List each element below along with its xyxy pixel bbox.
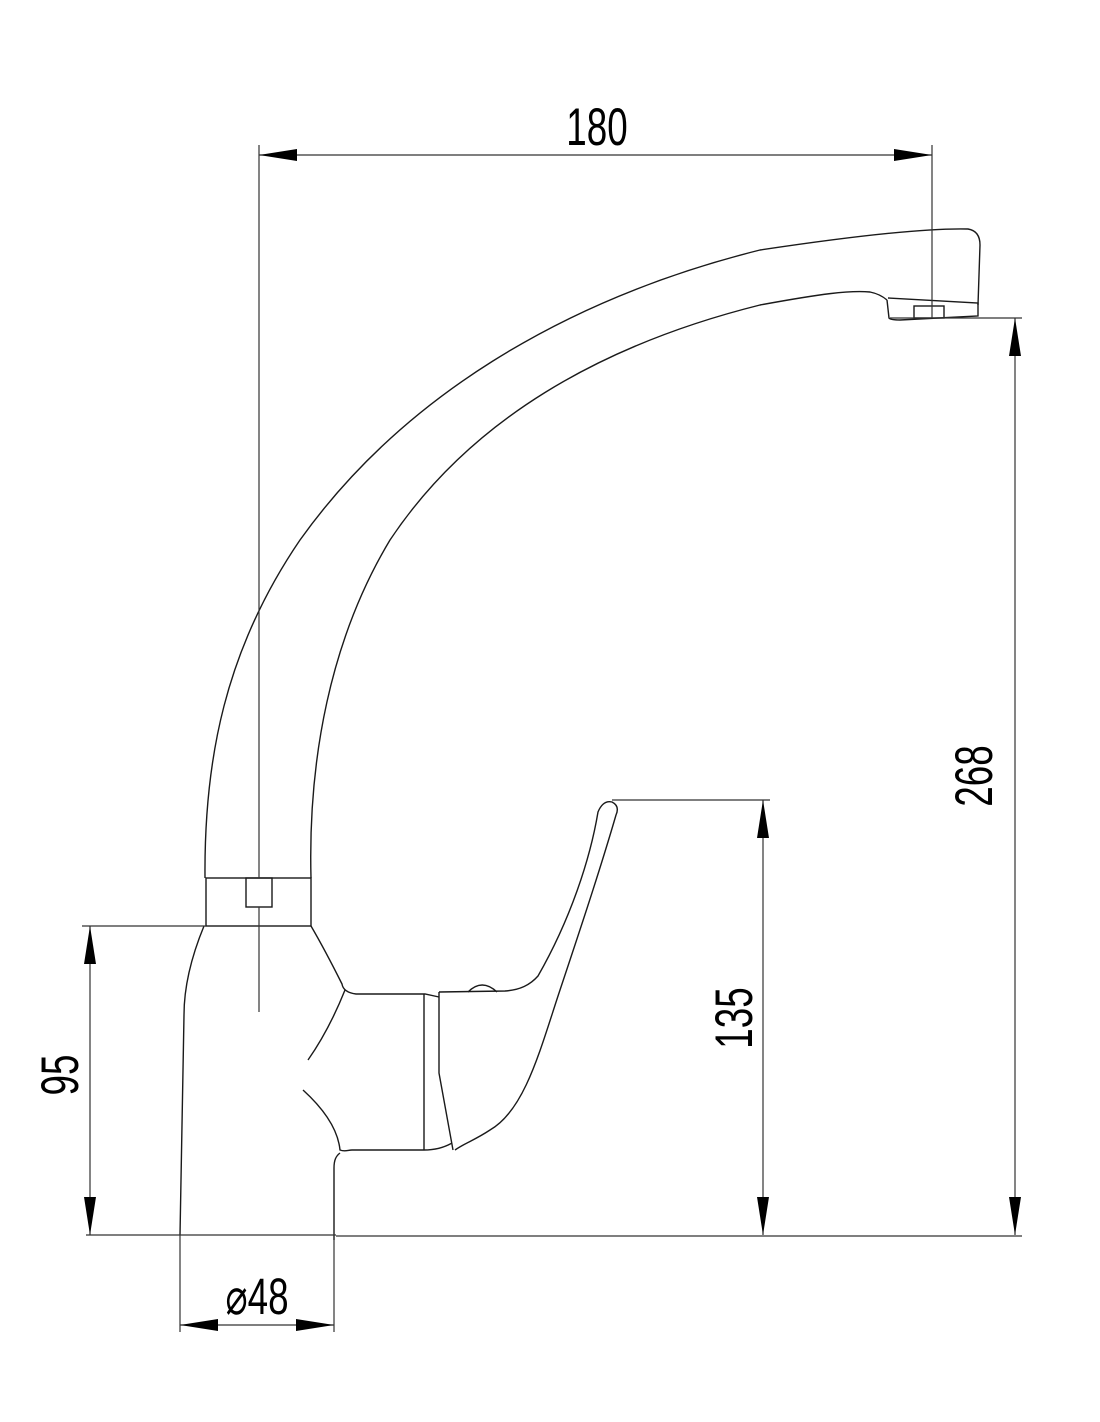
dimension-label-height: 268	[944, 745, 1003, 806]
dimension-label-diameter: ⌀48	[225, 1269, 288, 1325]
faucet-body	[179, 925, 454, 1240]
dimension-268: 268	[890, 317, 1022, 1235]
dimension-diameter-48: ⌀48	[179, 1235, 335, 1332]
dimension-95: 95	[30, 925, 206, 1235]
aerator	[913, 305, 945, 319]
dimension-label-body: 95	[30, 1055, 89, 1096]
lever-handle	[438, 801, 619, 1151]
dimension-label-reach: 180	[566, 97, 627, 156]
spout	[204, 228, 981, 879]
dimension-135: 135	[612, 799, 770, 1235]
dimension-label-lever: 135	[704, 987, 763, 1048]
dimension-180: 180	[259, 97, 933, 318]
